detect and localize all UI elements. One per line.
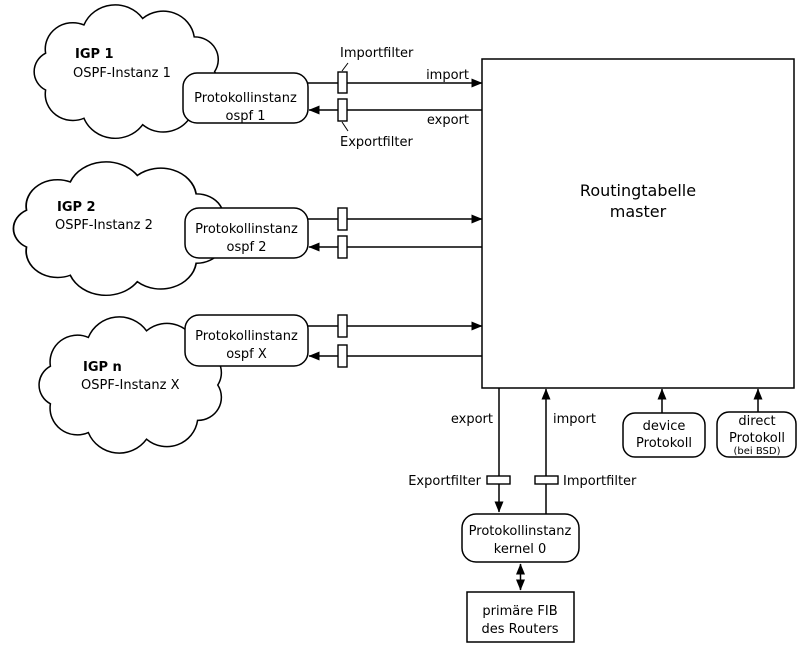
label-import-top: import [426, 68, 469, 83]
filter-import-ospfx [337, 314, 348, 338]
box-fib [466, 591, 575, 643]
cloud-igp-n-subtitle: OSPF-Instanz X [81, 378, 180, 393]
box-protocol-kernel [461, 513, 580, 563]
label-importfilter-top: Importfilter [340, 46, 414, 61]
box-protocol-ospf2 [184, 207, 309, 259]
cloud-igp-2-title: IGP 2 [57, 200, 96, 215]
cloud-igp-1-title: IGP 1 [75, 47, 114, 62]
fib-line1: primäre FIB [482, 604, 557, 619]
kernel-line1: Protokollinstanz [469, 524, 572, 539]
ospfx-line1: Protokollinstanz [195, 329, 298, 344]
box-direct-protokoll [716, 411, 797, 458]
filter-export-bottom [486, 475, 511, 485]
label-export-bottom: export [451, 412, 493, 427]
device-line2: Protokoll [636, 436, 692, 451]
cloud-igp-n-title: IGP n [83, 360, 122, 375]
filter-import-bottom [534, 475, 559, 485]
filter-export-ospf1 [337, 98, 348, 122]
routing-table-line1: Routingtabelle [580, 181, 696, 200]
fib-line2: des Routers [481, 622, 558, 637]
ospf2-line1: Protokollinstanz [195, 222, 298, 237]
box-routing-table-master [481, 58, 795, 389]
filter-import-ospf2 [337, 207, 348, 231]
label-importfilter-bottom: Importfilter [563, 474, 637, 489]
box-device-protokoll [622, 412, 706, 458]
leader-exportfilter [341, 121, 349, 132]
routing-table-line2: master [610, 202, 667, 221]
box-protocol-ospfx [184, 314, 309, 367]
label-exportfilter-top: Exportfilter [340, 135, 413, 150]
cloud-igp-2-subtitle: OSPF-Instanz 2 [55, 218, 153, 233]
filter-import-ospf1 [337, 71, 348, 94]
ospfx-line2: ospf X [226, 347, 267, 362]
device-line1: device [643, 419, 686, 434]
label-export-top: export [427, 113, 469, 128]
ospf1-line1: Protokollinstanz [194, 91, 297, 106]
ospf1-line2: ospf 1 [226, 109, 266, 124]
ospf2-line2: ospf 2 [227, 240, 267, 255]
leader-importfilter [341, 62, 349, 72]
cloud-igp-1-subtitle: OSPF-Instanz 1 [73, 66, 171, 81]
filter-export-ospfx [337, 344, 348, 368]
label-exportfilter-bottom: Exportfilter [408, 474, 481, 489]
box-protocol-ospf1 [182, 72, 309, 124]
label-import-bottom: import [553, 412, 596, 427]
direct-line2: Protokoll [729, 431, 785, 446]
direct-line3: (bei BSD) [734, 446, 781, 457]
filter-export-ospf2 [337, 235, 348, 259]
direct-line1: direct [738, 414, 775, 429]
kernel-line2: kernel 0 [494, 542, 546, 557]
